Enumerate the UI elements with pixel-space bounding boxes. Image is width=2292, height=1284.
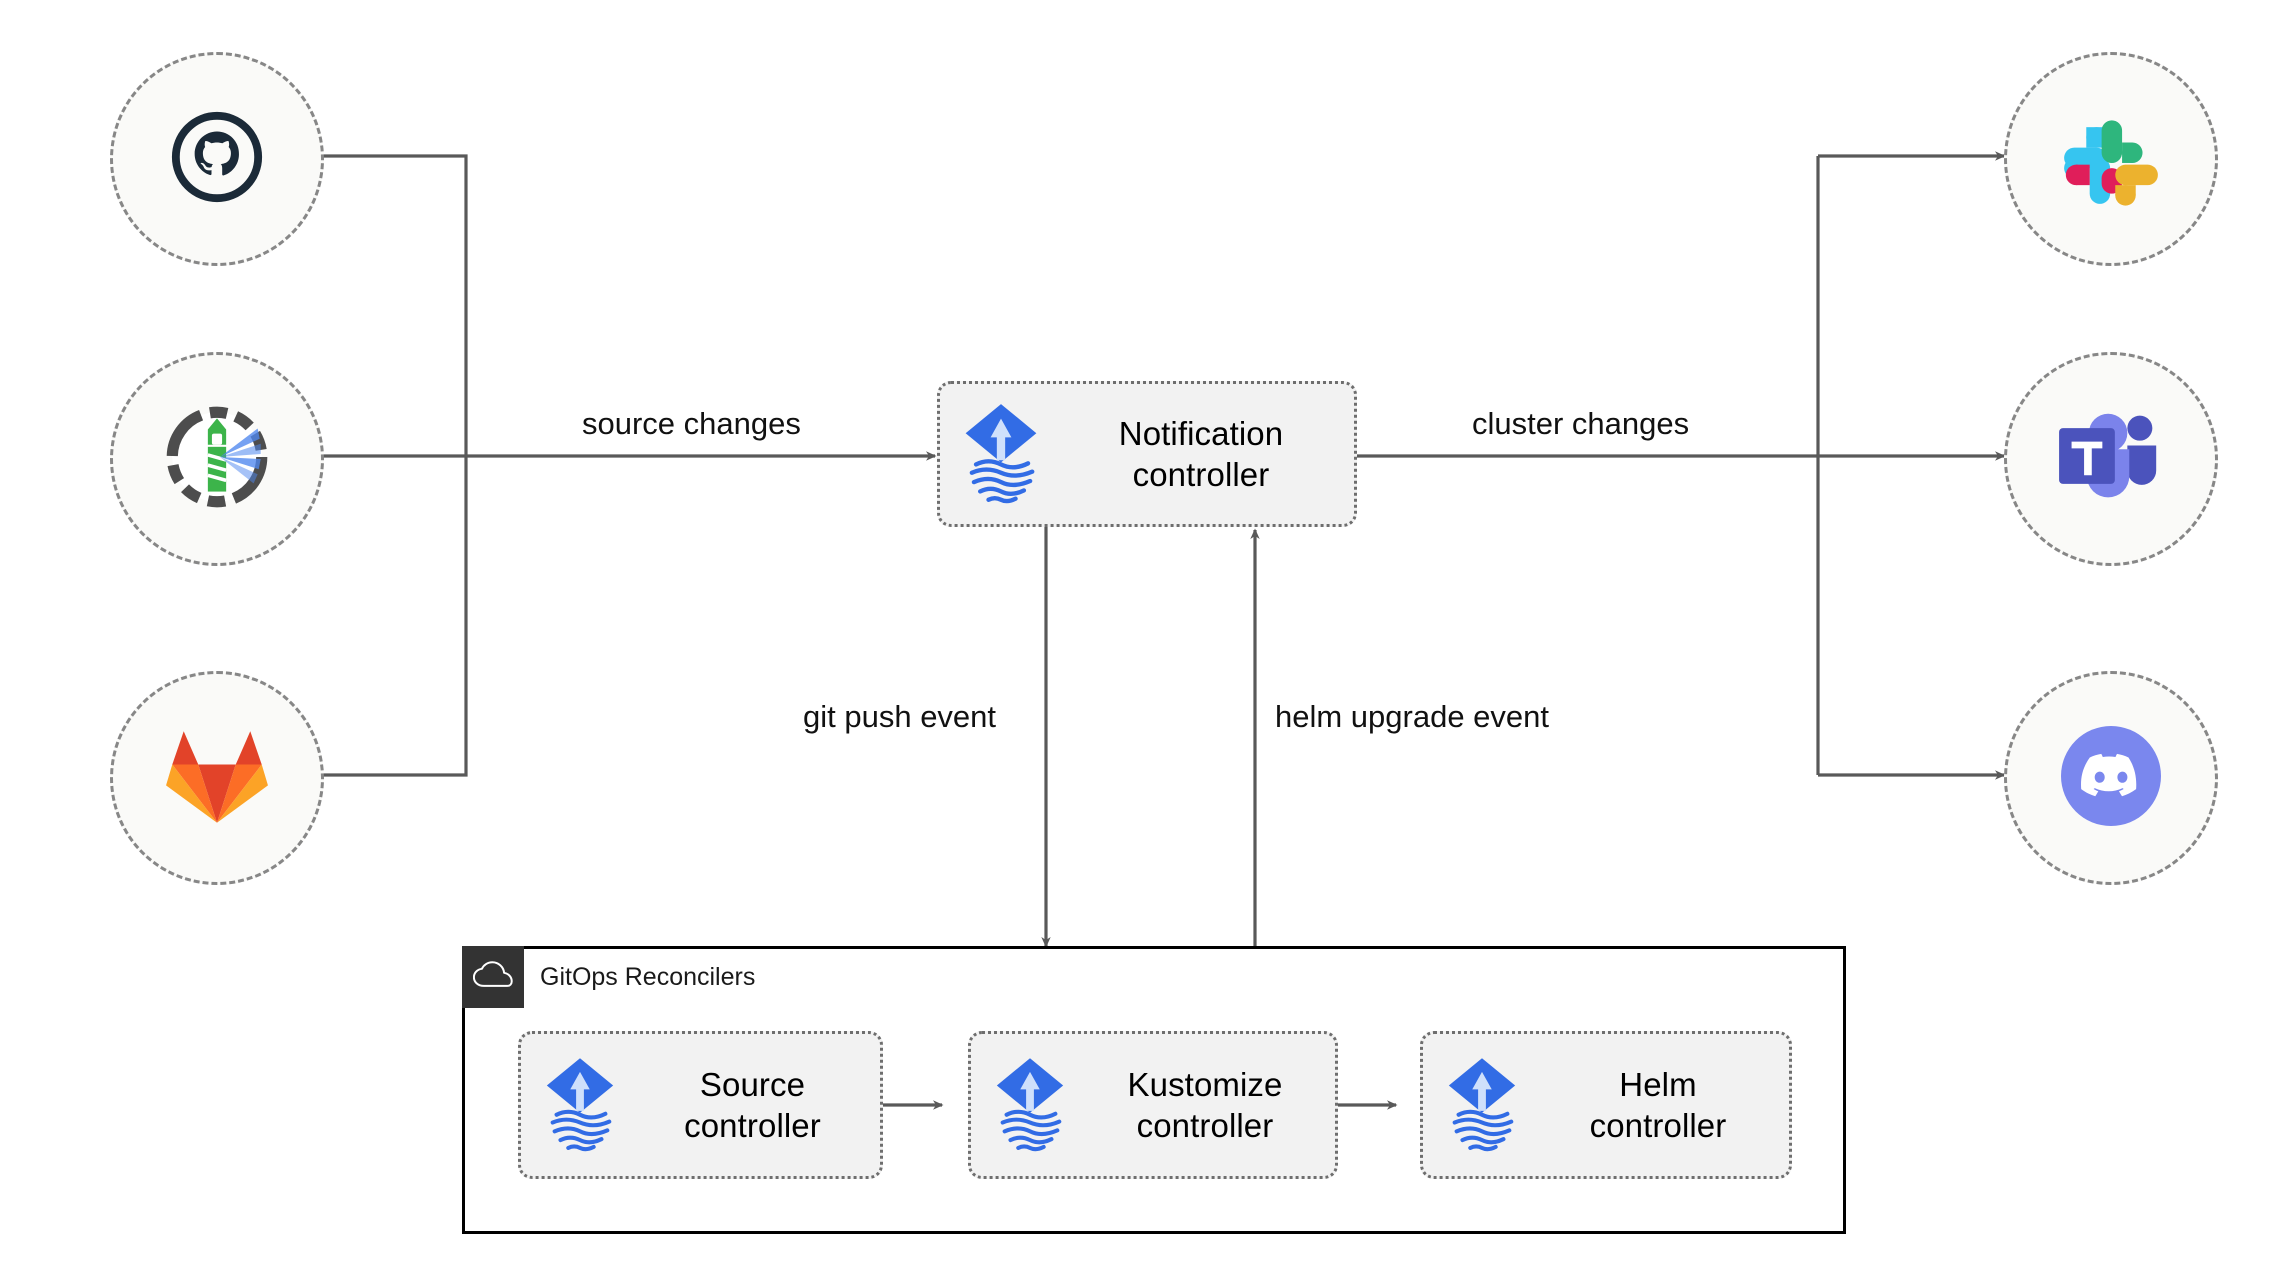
kustomize-controller-node[interactable]: Kustomize controller bbox=[968, 1031, 1338, 1179]
helm-controller-label: Helm controller bbox=[1589, 1065, 1727, 1144]
flux-controller-icon bbox=[521, 1056, 639, 1154]
gitlab-icon bbox=[165, 726, 269, 831]
source-controller-label: Source controller bbox=[684, 1065, 821, 1144]
edge-label-source-changes: source changes bbox=[582, 406, 801, 441]
notification-controller-label: Notification controller bbox=[1118, 414, 1284, 493]
container-title: GitOps Reconcilers bbox=[540, 963, 756, 991]
destination-node-discord[interactable] bbox=[2004, 671, 2218, 885]
flux-controller-icon bbox=[1423, 1056, 1541, 1154]
edge-label-git-push-event: git push event bbox=[803, 699, 997, 734]
gitops-reconcilers-container bbox=[462, 946, 1846, 1234]
slack-icon bbox=[2059, 105, 2163, 214]
destination-node-teams[interactable] bbox=[2004, 352, 2218, 566]
edge-label-cluster-changes: cluster changes bbox=[1472, 406, 1690, 441]
source-node-gitlab[interactable] bbox=[110, 671, 324, 885]
msteams-icon bbox=[2055, 407, 2167, 512]
flux-controller-icon bbox=[971, 1056, 1089, 1154]
destination-node-slack[interactable] bbox=[2004, 52, 2218, 266]
cloud-icon bbox=[472, 960, 513, 994]
notification-controller-node[interactable]: Notification controller bbox=[937, 381, 1357, 527]
source-controller-node[interactable]: Source controller bbox=[518, 1031, 883, 1179]
fluxcd-icon bbox=[156, 396, 278, 523]
helm-controller-node[interactable]: Helm controller bbox=[1420, 1031, 1792, 1179]
cloud-icon-tab bbox=[462, 946, 524, 1008]
flux-controller-icon bbox=[940, 402, 1062, 506]
source-node-github[interactable] bbox=[110, 52, 324, 266]
source-node-flux[interactable] bbox=[110, 352, 324, 566]
discord-icon bbox=[2051, 716, 2171, 841]
edge-label-helm-upgrade-event: helm upgrade event bbox=[1275, 699, 1550, 734]
github-icon bbox=[168, 108, 266, 211]
kustomize-controller-label: Kustomize controller bbox=[1127, 1065, 1283, 1144]
